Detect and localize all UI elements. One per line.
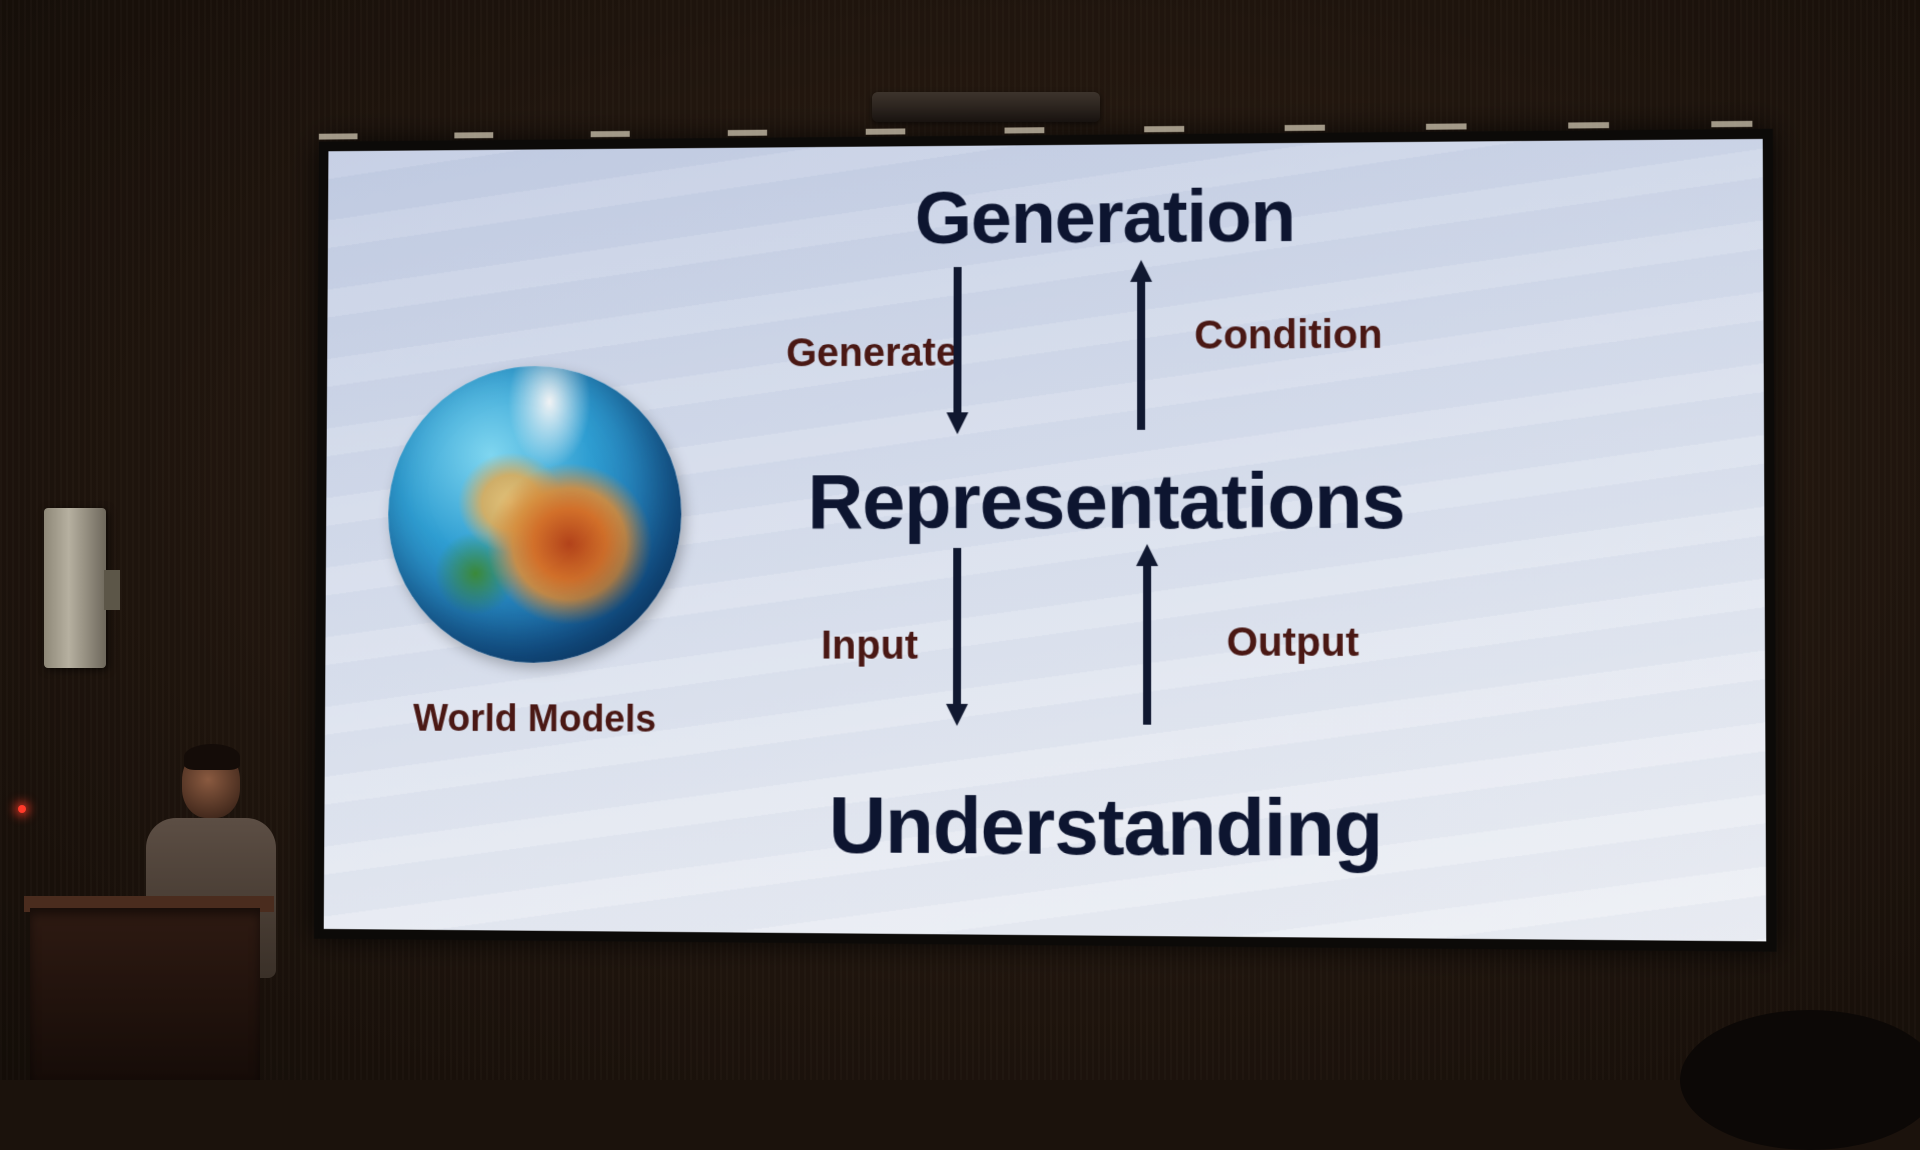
label-condition: Condition xyxy=(1194,313,1382,359)
arrow-down-icon xyxy=(942,267,972,436)
podium xyxy=(30,908,260,1080)
world-globe-image xyxy=(387,366,681,664)
figure-caption: World Models xyxy=(364,698,707,742)
audience-head-silhouette xyxy=(1680,1010,1920,1150)
term-representations: Representations xyxy=(796,455,1417,547)
wall-speaker xyxy=(44,508,106,668)
presenter-hair xyxy=(184,744,240,770)
projection-screen: World Models Generation Representations … xyxy=(314,129,1777,952)
presentation-slide: World Models Generation Representations … xyxy=(324,139,1767,941)
arrow-up-icon xyxy=(1132,544,1162,725)
arrow-down-icon xyxy=(942,548,972,728)
label-output: Output xyxy=(1227,620,1360,666)
arrow-up-icon xyxy=(1126,260,1156,430)
term-understanding: Understanding xyxy=(795,779,1418,875)
speaker-bracket xyxy=(104,570,120,610)
indicator-led xyxy=(18,805,26,813)
term-generation: Generation xyxy=(796,172,1416,261)
ceiling-light xyxy=(872,92,1100,122)
label-input: Input xyxy=(821,624,918,669)
label-generate: Generate xyxy=(786,331,958,376)
